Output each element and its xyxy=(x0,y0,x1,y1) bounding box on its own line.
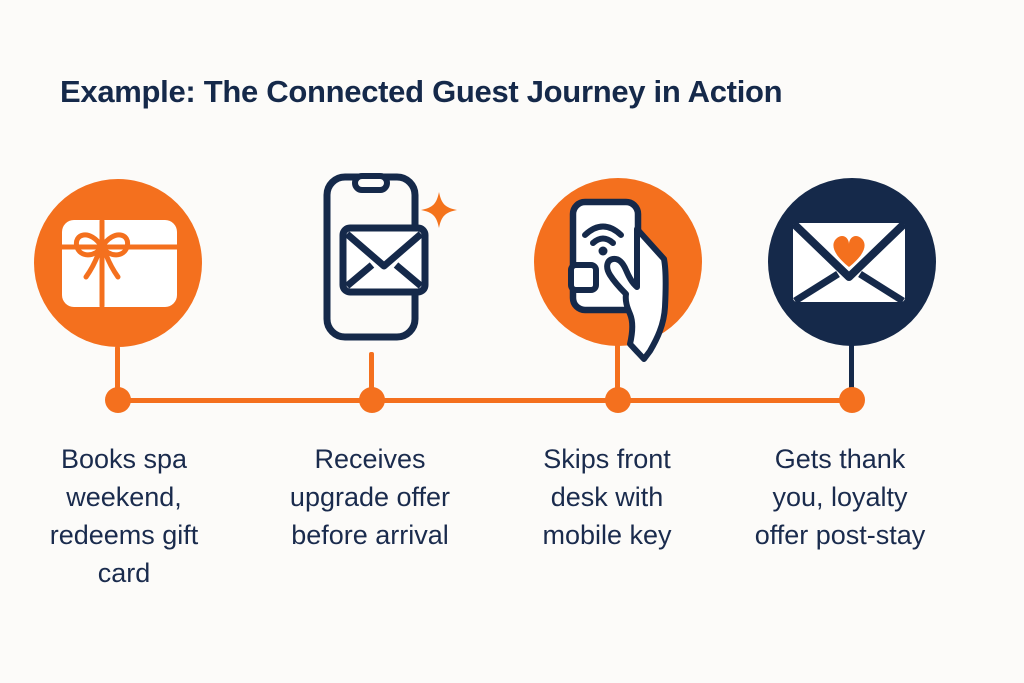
envelope-heart-icon xyxy=(768,178,936,346)
smartphone-email-sparkle-icon xyxy=(323,173,457,341)
page-title: Example: The Connected Guest Journey in … xyxy=(60,74,783,109)
connector-stem-4 xyxy=(849,344,854,394)
timeline-dot-1 xyxy=(105,387,131,413)
timeline-dot-3 xyxy=(605,387,631,413)
step-4-icon-wrap xyxy=(767,177,937,352)
step-3-icon-wrap xyxy=(533,177,703,374)
timeline-dot-4 xyxy=(839,387,865,413)
step-3-label: Skips front desk with mobile key xyxy=(542,444,672,550)
connector-stem-2 xyxy=(369,352,374,400)
timeline-line xyxy=(118,398,854,403)
gift-card-icon xyxy=(34,179,202,347)
heart-icon xyxy=(833,235,865,267)
step-2-icon-wrap xyxy=(301,172,461,377)
sparkle-icon xyxy=(421,192,457,228)
step-1-label: Books spa weekend, redeems gift card xyxy=(49,444,199,588)
step-1-icon-wrap xyxy=(33,178,203,353)
step-2-label: Receives upgrade offer before arrival xyxy=(289,444,451,550)
connector-stem-1 xyxy=(115,346,120,400)
timeline-dot-2 xyxy=(359,387,385,413)
mobile-key-hand-icon xyxy=(534,178,702,362)
connector-stem-3 xyxy=(615,340,620,400)
step-4-label: Gets thank you, loyalty offer post-stay xyxy=(754,444,926,550)
